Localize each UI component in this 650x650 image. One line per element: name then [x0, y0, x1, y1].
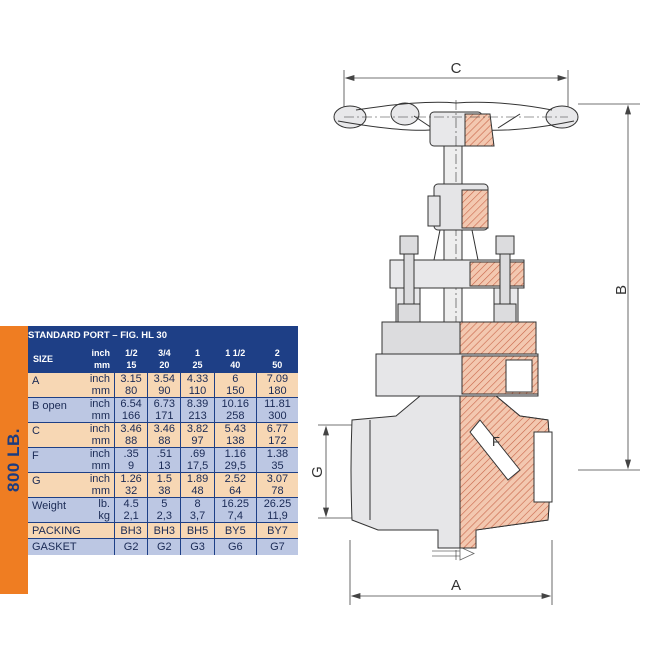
dimension-a — [349, 540, 553, 605]
bonnet — [375, 353, 539, 397]
spec-table-panel: 800 LB. STANDARD PORT – FIG. HL 30 SIZE … — [0, 326, 298, 594]
yoke-nut — [427, 183, 489, 231]
flow-arrow-icon — [432, 546, 475, 561]
pressure-class-label: 800 LB. — [4, 428, 23, 492]
header-size: SIZE — [28, 345, 80, 373]
table-title: STANDARD PORT – FIG. HL 30 — [28, 326, 298, 345]
dimension-label-b: B — [613, 285, 630, 295]
dimension-label-f: F — [492, 434, 500, 449]
bolts — [381, 235, 537, 355]
dimension-b — [578, 103, 640, 471]
table-row: PACKING BH3 BH3 BH5 BY5 BY7 — [28, 522, 298, 539]
table-row: GASKET G2 G2 G3 G6 G7 — [28, 538, 298, 555]
pressure-class-tab: 800 LB. — [0, 326, 28, 594]
handwheel — [333, 101, 579, 147]
dimension-label-g: G — [309, 466, 326, 478]
dimension-label-c: C — [451, 60, 462, 77]
valve-body — [350, 395, 553, 549]
dimension-label-a: A — [451, 577, 461, 594]
